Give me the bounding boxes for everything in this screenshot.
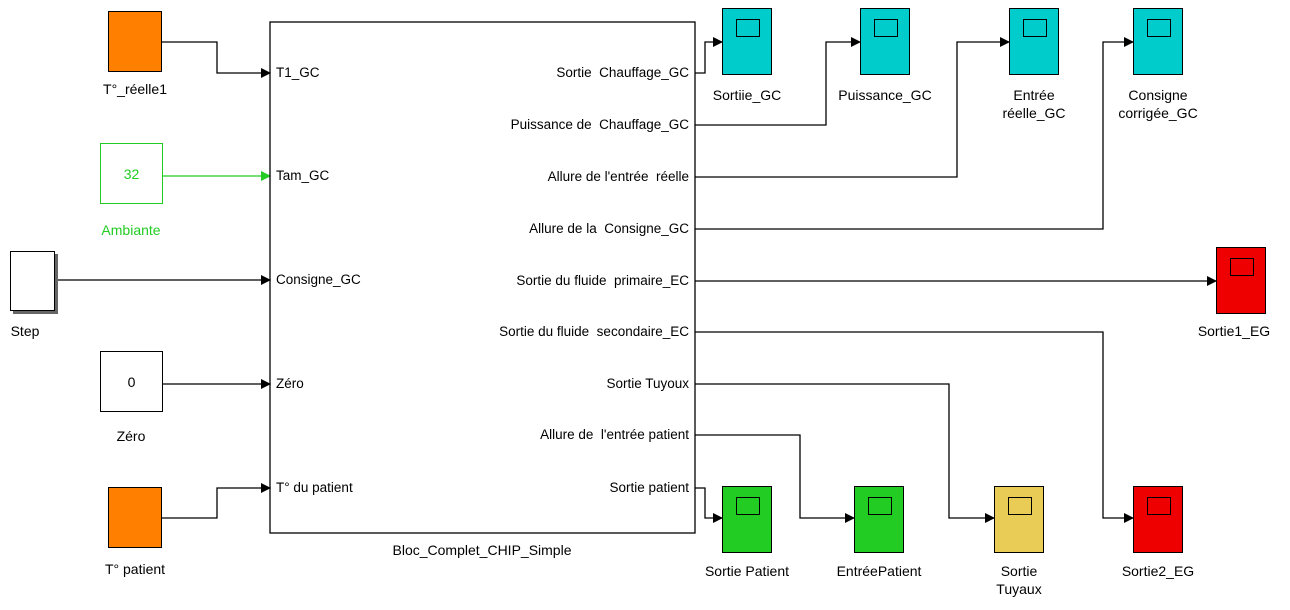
scope-label-puissance-gc: Puissance_GC (838, 87, 932, 103)
constant-label-zero: Zéro (116, 428, 146, 444)
scope-screen-icon (868, 497, 892, 515)
scope-sortiie-gc[interactable] (722, 8, 772, 75)
ramp-label-t-reelle1: T°_réelle1 (103, 81, 167, 97)
scope-label-sortiie-gc: Sortiie_GC (712, 87, 782, 103)
scope-screen-icon (874, 19, 898, 37)
outport-fluide-primaire: Sortie du fluide primaire_EC (516, 273, 689, 288)
wire-out1 (695, 37, 723, 74)
inport-consigne-gc: Consigne_GC (276, 272, 361, 287)
inport-zero: Zéro (276, 376, 304, 391)
scope-screen-icon (736, 497, 760, 515)
constant-value-zero: 0 (127, 374, 136, 390)
outport-allure-consigne: Allure de la Consigne_GC (529, 221, 689, 236)
wire-out7 (695, 383, 995, 523)
scope-label-entree-patient: EntréePatient (836, 563, 922, 579)
inport-t-patient: T° du patient (276, 480, 353, 495)
wire-out8 (695, 434, 855, 523)
scope-sortie-patient[interactable] (722, 486, 772, 553)
wire-ramp1 (162, 41, 271, 78)
scope-screen-icon (1147, 19, 1171, 37)
scope-screen-icon (1147, 497, 1171, 515)
main-block-outline (269, 21, 696, 534)
main-block-name: Bloc_Complet_CHIP_Simple (392, 542, 572, 558)
scope-screen-icon (1230, 258, 1254, 276)
outport-allure-entree-patient: Allure de l'entrée patient (540, 427, 689, 442)
step-block[interactable] (10, 251, 55, 311)
inport-t1-gc: T1_GC (276, 65, 320, 80)
outport-sortie-patient: Sortie patient (609, 480, 689, 495)
constant-value-ambiante: 32 (123, 166, 140, 182)
outport-fluide-secondaire: Sortie du fluide secondaire_EC (499, 324, 689, 339)
constant-block-ambiante[interactable]: 32 (100, 143, 163, 204)
scope-label-sortie-patient: Sortie Patient (704, 563, 790, 579)
scope-label-sortie1-eg: Sortie1_EG (1197, 323, 1271, 339)
outport-sortie-chauffage: Sortie Chauffage_GC (556, 65, 689, 80)
wire-out3 (695, 37, 1010, 178)
scope-sortie-tuyaux[interactable] (994, 486, 1044, 553)
scope-screen-icon (1023, 19, 1047, 37)
constant-block-zero[interactable]: 0 (100, 351, 163, 412)
scope-label-sortie2-eg: Sortie2_EG (1121, 563, 1195, 579)
scope-entree-patient[interactable] (854, 486, 904, 553)
inport-tam-gc: Tam_GC (276, 168, 330, 183)
constant-label-ambiante: Ambiante (101, 222, 161, 238)
wire-out6 (695, 331, 1134, 523)
outport-puissance-chauffage: Puissance de Chauffage_GC (510, 117, 689, 132)
scope-label-sortie-tuyaux: Sortie Tuyaux (996, 563, 1042, 597)
ramp-block-t-reelle1[interactable] (108, 11, 162, 72)
wire-ramp2 (162, 483, 271, 519)
scope-screen-icon (736, 19, 760, 37)
scope-label-consigne-corrigee-gc: Consigne corrigée_GC (1118, 87, 1198, 121)
scope-sortie1-eg[interactable] (1216, 247, 1266, 314)
scope-puissance-gc[interactable] (860, 8, 910, 75)
ramp-block-t-patient[interactable] (108, 487, 162, 548)
outport-sortie-tuyoux: Sortie Tuyoux (606, 376, 689, 391)
scope-screen-icon (1008, 497, 1032, 515)
wire-out4 (695, 37, 1134, 230)
scope-consigne-corrigee-gc[interactable] (1133, 8, 1183, 75)
outport-allure-entree-reelle: Allure de l'entrée réelle (547, 169, 689, 184)
wire-out9 (695, 487, 723, 523)
scope-label-entree-reelle-gc: Entrée réelle_GC (1002, 87, 1066, 121)
scope-entree-reelle-gc[interactable] (1009, 8, 1059, 75)
ramp-label-t-patient: T° patient (104, 561, 166, 577)
scope-sortie2-eg[interactable] (1133, 486, 1183, 553)
wire-out2 (695, 37, 861, 126)
step-label: Step (10, 323, 40, 339)
